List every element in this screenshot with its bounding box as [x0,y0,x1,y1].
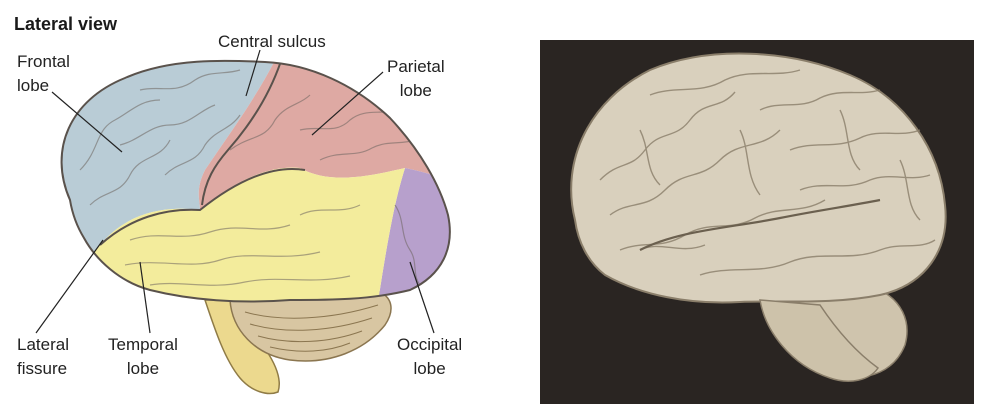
cerebellum-folia [244,304,379,352]
gyri-pattern [79,69,421,286]
photo-brainstem [759,299,880,382]
lateral-leader [35,239,104,334]
parietal-leader [311,71,384,136]
leader-lines [35,49,435,334]
lateral-fissure-line [99,168,306,246]
label-central-sulcus: Central sulcus [218,32,326,51]
temporal-leader [139,261,151,334]
figure-title: Lateral view [14,14,118,34]
frontal-leader [51,91,123,153]
occipital-leader [409,261,435,334]
brain-outline [60,59,451,303]
central-leader [245,49,261,97]
central-sulcus-line [201,60,283,206]
photo-lateral-fissure [639,198,881,251]
frontal-lobe [61,60,285,302]
brain-photo [540,40,974,404]
